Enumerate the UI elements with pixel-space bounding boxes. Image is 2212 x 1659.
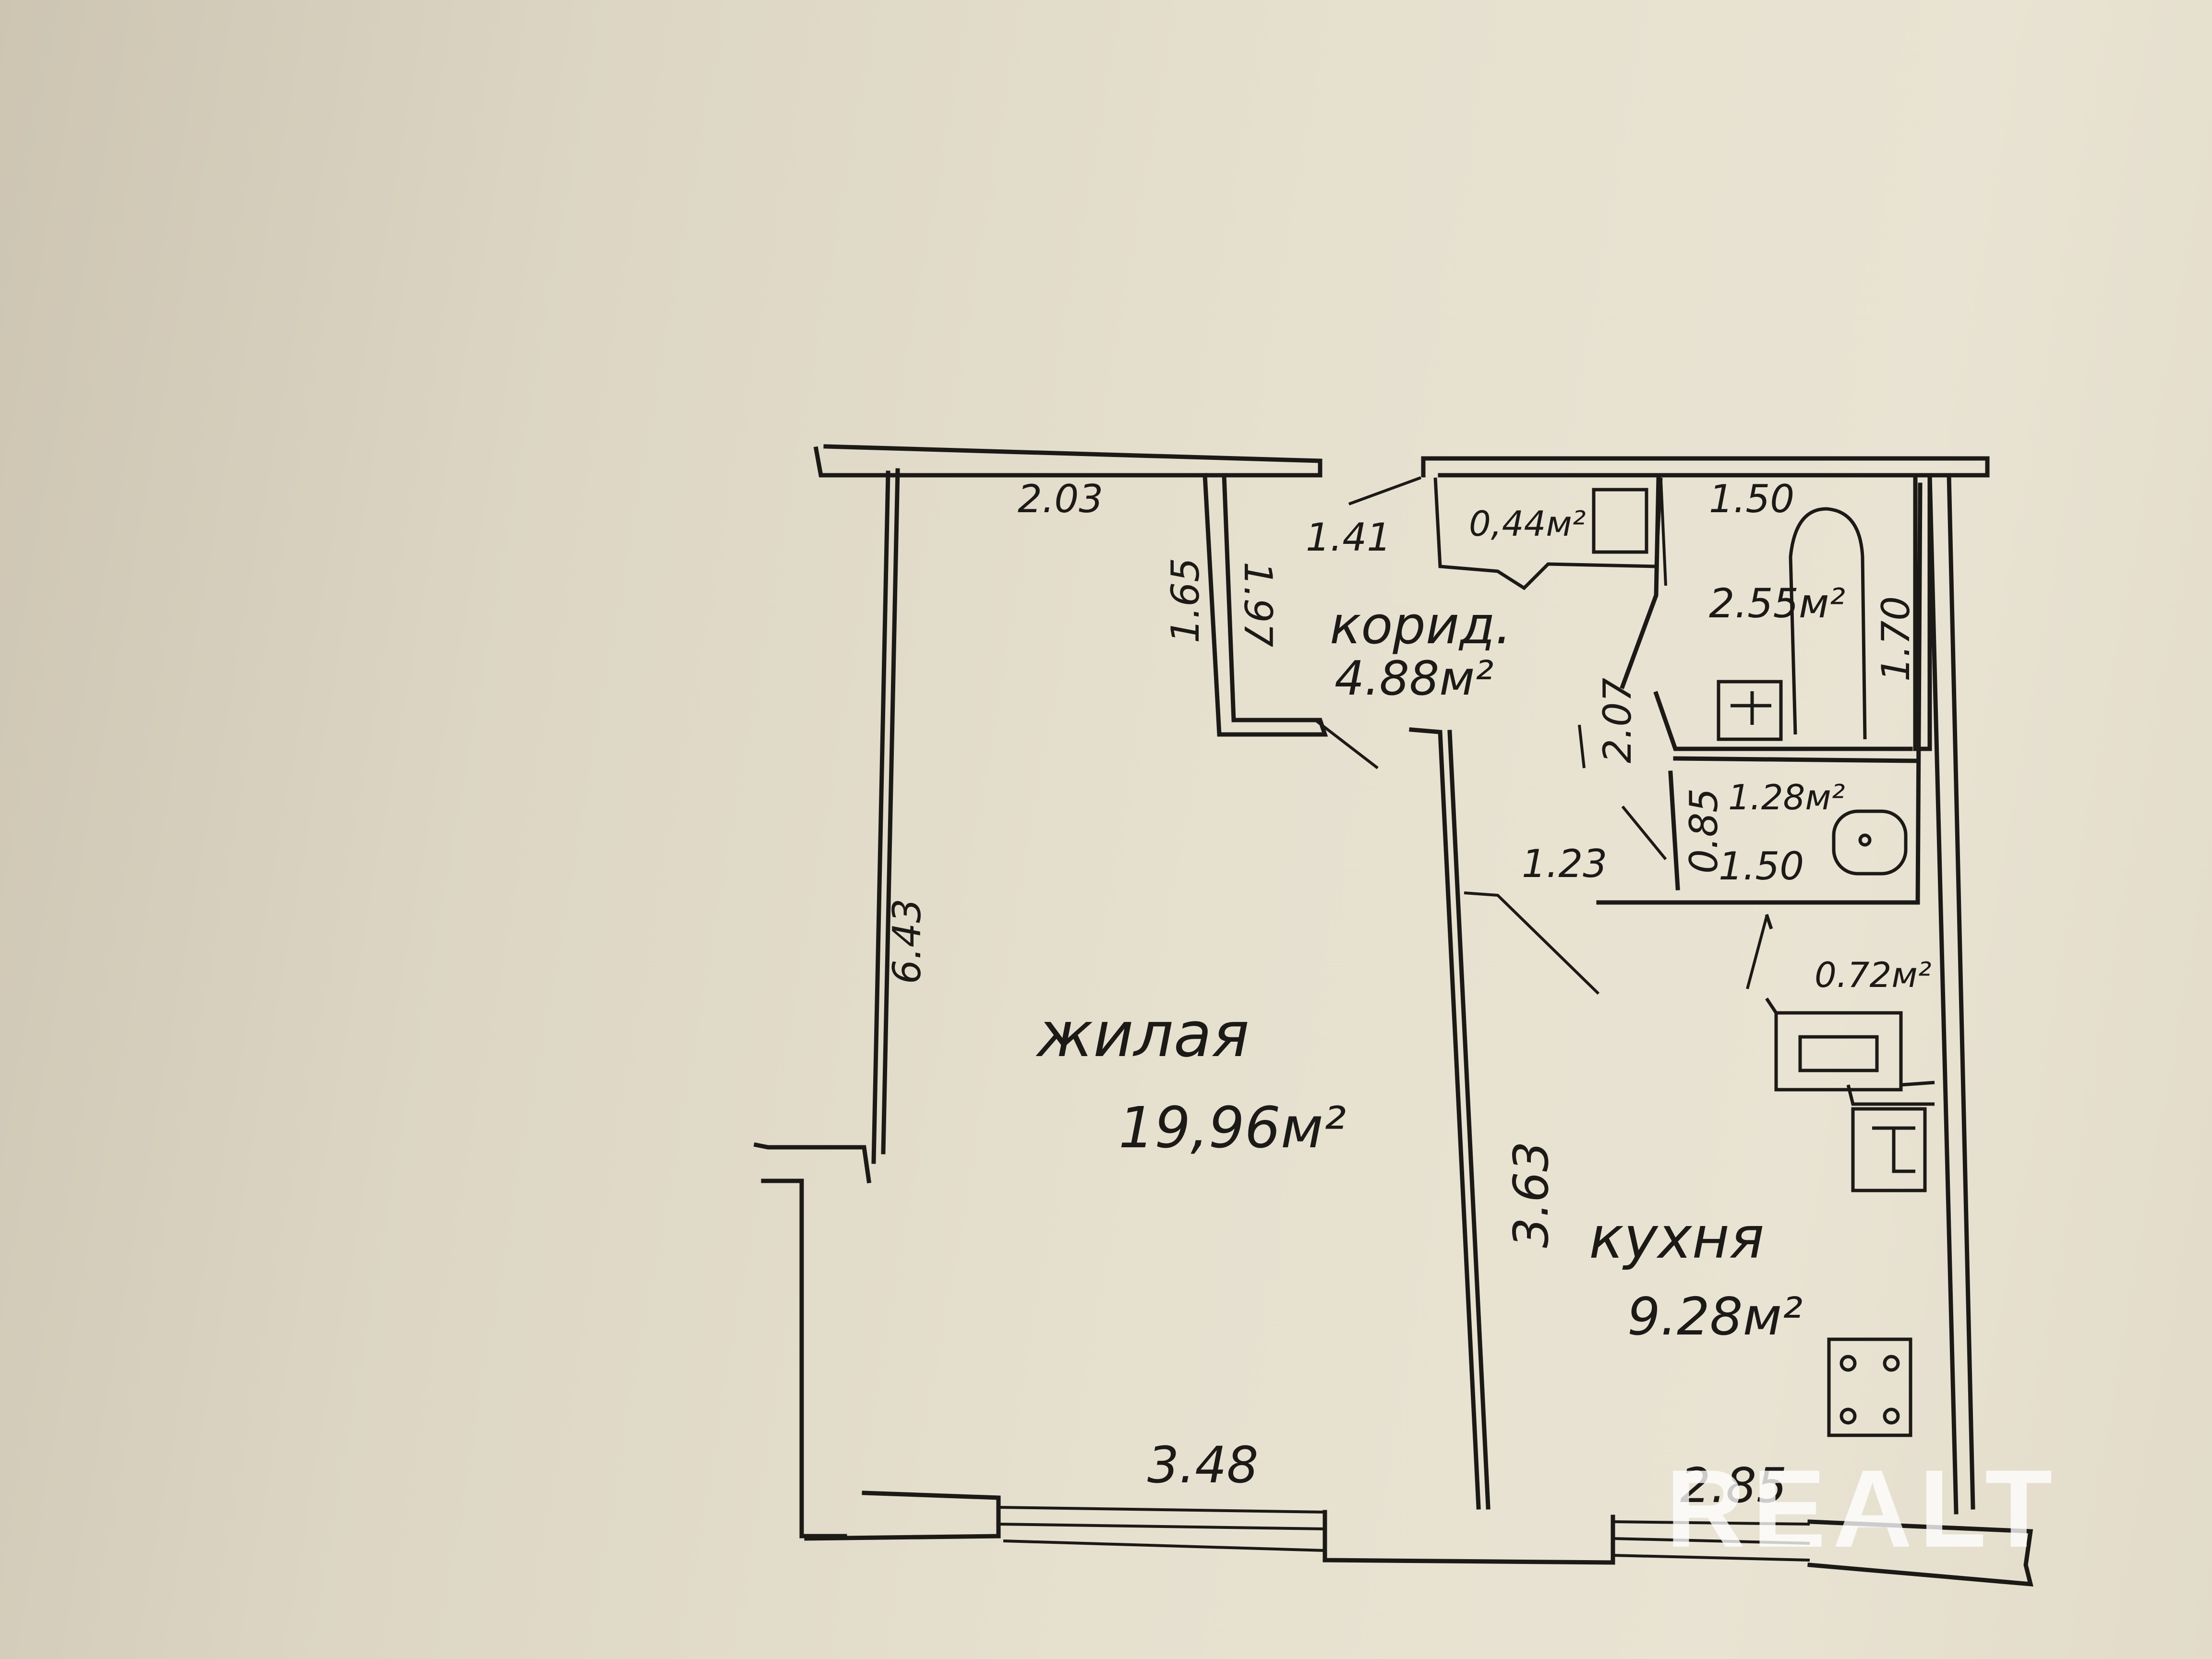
room-closet-area: 0,44м² [1469,504,1586,544]
wall-pantry [1846,1081,1935,1106]
dim-corridor-top: 1.41 [1306,515,1392,560]
room-corridor-area: 4.88м² [1334,651,1494,706]
wall-bathroom-left [1659,480,1667,586]
wall-living-left [871,470,890,1164]
wall-partition-living-kitchen [1409,727,1491,1510]
bath-sink [1717,680,1783,741]
kitchen-counter [1851,1107,1927,1192]
dim-niche-2: 1.97 [1236,562,1280,648]
wall-bathroom [1620,475,1932,751]
room-kitchen-area: 9.28м² [1627,1287,1803,1347]
wall-right [1927,473,1990,1515]
kitchen-counter-inner [1872,1126,1915,1173]
dim-toilet-width: 1.50 [1719,844,1804,889]
dim-living-side: 6.43 [885,898,929,984]
bathtub [1789,507,1867,740]
wall-top-right [1421,456,1990,478]
burner-1 [1839,1355,1857,1372]
kitchen-sink [1765,998,1903,1092]
dim-living-bottom: 3.48 [1147,1436,1259,1494]
dim-toilet-depth: 0.85 [1682,788,1726,874]
dim-tick-corridor [1578,724,1586,769]
dim-bath-length: 1.70 [1874,596,1918,682]
dim-corridor-side: 2.07 [1595,677,1640,763]
wall-balcony-stub [753,1142,872,1539]
wall-living-left-inner [881,468,900,1154]
dim-bath-width: 1.50 [1709,477,1795,521]
room-living-area: 19,96м² [1118,1094,1346,1161]
dim-kitchen-side: 3.63 [1503,1141,1559,1248]
room-bathroom-area: 2.55м² [1709,580,1846,627]
burner-3 [1839,1407,1857,1425]
window-kitchen [1612,1520,1810,1562]
window-living [998,1506,1325,1552]
burner-4 [1883,1407,1900,1425]
door-swing-toilet [1621,805,1667,860]
burner-2 [1883,1355,1900,1372]
wall-toilet [1596,482,1923,905]
room-kitchen-name: кухня [1589,1205,1765,1272]
wall-bottom [804,1491,1001,1541]
wall-bottom-mid [1322,1510,1615,1565]
room-toilet-area: 1.28м² [1728,777,1845,817]
dim-living-top: 2.03 [1018,477,1104,521]
wall-bottom-right [1807,1519,2033,1587]
bath-sink-inner [1731,691,1771,725]
watermark-logo: REALT [1666,1447,2059,1570]
room-living-name: жилая [1037,998,1250,1071]
closet-box [1592,488,1648,554]
pantry-ticks [1765,914,1773,930]
dim-line-corridor [1348,476,1422,505]
room-pantry-area: 0.72м² [1815,955,1932,995]
wall-bath-bottom [1653,691,1918,763]
toilet-bowl [1832,809,1908,876]
dim-niche-1: 1.65 [1163,557,1208,643]
room-corridor-name: корид. [1330,596,1512,656]
wall-top-left [813,444,1322,478]
toilet-seat [1858,833,1872,847]
door-swing-kitchen [1464,891,1600,995]
stove [1827,1337,1912,1437]
dim-corridor-lower: 1.23 [1522,842,1608,886]
door-swing-living [1314,719,1379,769]
dim-kitchen-bottom: 2.85 [1680,1457,1787,1514]
door-swing-pantry [1746,916,1768,989]
